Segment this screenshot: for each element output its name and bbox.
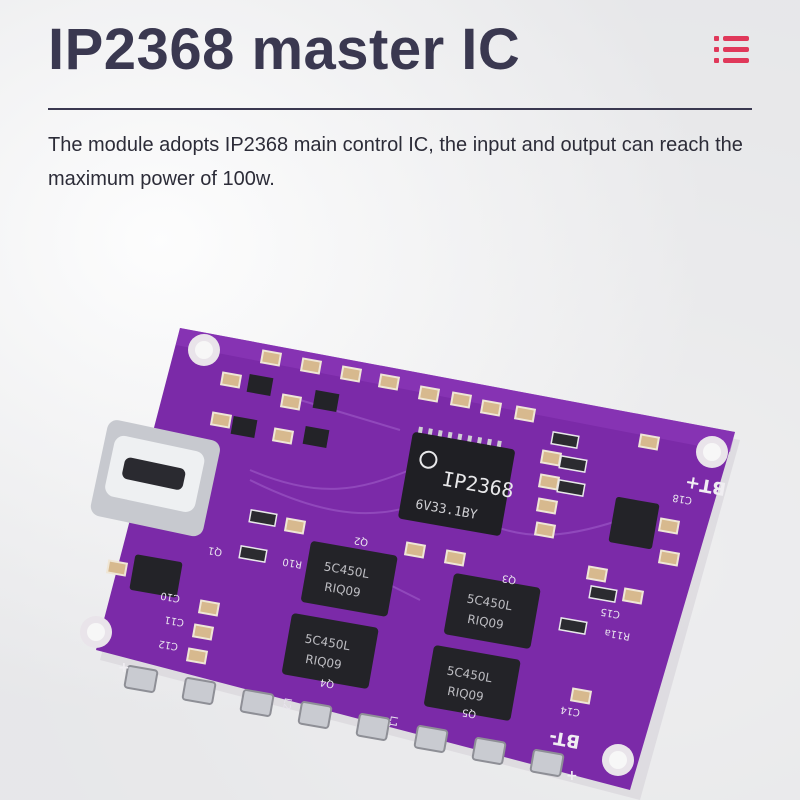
- svg-text:C14: C14: [560, 703, 581, 717]
- svg-text:RIQ09: RIQ09: [466, 612, 504, 632]
- svg-text:RIQ09: RIQ09: [304, 652, 342, 672]
- mosfet-q5: 5C450L RIQ09: [424, 645, 521, 721]
- mosfet-q4: 5C450L RIQ09: [282, 613, 379, 689]
- svg-text:Q1: Q1: [207, 544, 223, 557]
- svg-text:C15: C15: [600, 605, 621, 619]
- ip2368-chip: IP2368 6V33.1BY: [398, 426, 516, 536]
- svg-text:Q4: Q4: [319, 676, 335, 689]
- pcb-photo: IP2368 6V33.1BY 5C450L RIQ09 5C450L RIQ0…: [80, 328, 740, 800]
- description-text: The module adopts IP2368 main control IC…: [48, 134, 743, 190]
- svg-text:Q3: Q3: [501, 572, 517, 585]
- svg-text:RIQ09: RIQ09: [323, 580, 361, 600]
- svg-text:L2: L2: [280, 697, 293, 711]
- svg-text:L1: L1: [386, 715, 399, 729]
- edge-pads: [123, 665, 565, 777]
- plus-label-2: +: [566, 768, 578, 784]
- svg-text:Q5: Q5: [461, 706, 477, 719]
- svg-text:R10: R10: [282, 555, 303, 569]
- page-title: IP2368 master IC: [48, 17, 521, 82]
- plus-label: +: [118, 660, 130, 676]
- list-menu-icon[interactable]: [712, 32, 752, 68]
- svg-text:C10: C10: [160, 589, 181, 603]
- svg-text:C12: C12: [158, 637, 179, 651]
- title-divider: [48, 108, 752, 110]
- mosfet-q2: 5C450L RIQ09: [301, 541, 398, 617]
- svg-text:C11: C11: [164, 613, 185, 627]
- svg-text:RIQ09: RIQ09: [446, 684, 484, 704]
- svg-text:R11a: R11a: [604, 626, 631, 641]
- mosfet-q3: 5C450L RIQ09: [444, 573, 541, 649]
- svg-text:C18: C18: [672, 491, 693, 505]
- pcb-board: [96, 328, 735, 790]
- passive-components: [105, 349, 681, 705]
- svg-text:Q2: Q2: [353, 534, 369, 547]
